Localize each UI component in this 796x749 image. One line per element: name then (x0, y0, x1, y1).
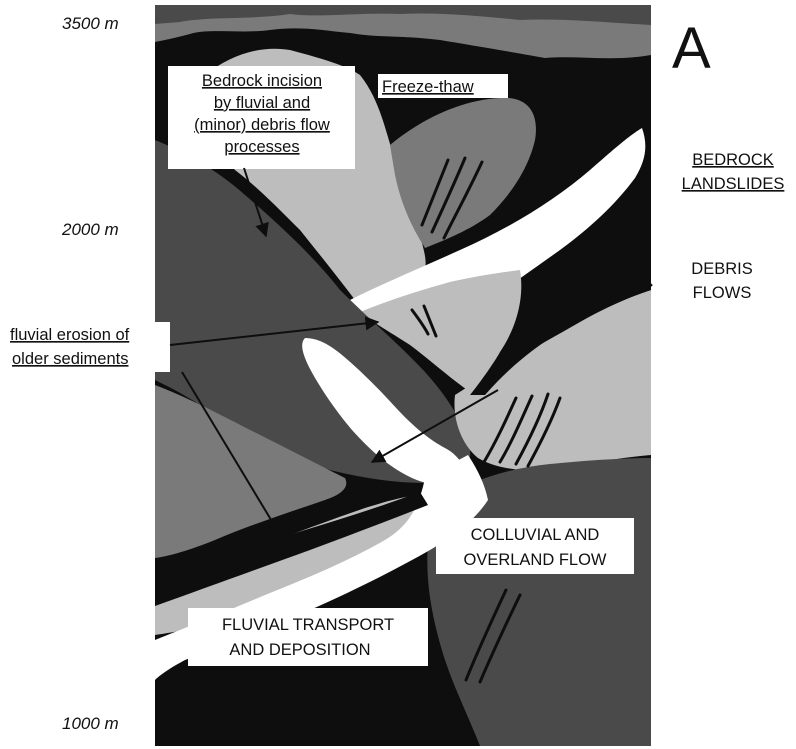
label-fluvial-erosion-line1: fluvial erosion of (10, 326, 130, 344)
label-colluvial: COLLUVIAL AND OVERLAND FLOW (436, 518, 634, 574)
label-colluvial-line1: COLLUVIAL AND (471, 526, 600, 544)
label-bedrock-incision-line1: Bedrock incision (202, 72, 322, 90)
label-bedrock-incision-line3: (minor) debris flow (194, 116, 330, 134)
label-bedrock-landslides: BEDROCK LANDSLIDES (682, 151, 785, 193)
label-debris-flows: DEBRIS FLOWS (691, 260, 752, 302)
label-freeze-thaw: Freeze-thaw (378, 74, 508, 98)
label-bedrock-incision: Bedrock incision by fluvial and (minor) … (168, 66, 355, 169)
label-bedrock-landslides-line2: LANDSLIDES (682, 175, 785, 193)
label-colluvial-line2: OVERLAND FLOW (463, 551, 606, 569)
panel-letter: A (672, 16, 711, 81)
label-fluvial-erosion: fluvial erosion of older sediments (8, 322, 170, 372)
label-fluvial-erosion-line2: older sediments (12, 350, 128, 368)
label-fluvial-transport-line1: FLUVIAL TRANSPORT (222, 616, 394, 634)
label-debris-flows-line1: DEBRIS (691, 260, 752, 278)
label-freeze-thaw-text: Freeze-thaw (382, 78, 474, 96)
label-fluvial-transport: FLUVIAL TRANSPORT AND DEPOSITION (188, 608, 428, 666)
elevation-label-3500: 3500 m (62, 14, 119, 33)
label-fluvial-transport-line2: AND DEPOSITION (229, 641, 370, 659)
label-bedrock-landslides-line1: BEDROCK (692, 151, 774, 169)
elevation-label-1000: 1000 m (62, 714, 119, 733)
label-bedrock-incision-line2: by fluvial and (214, 94, 310, 112)
label-bedrock-incision-line4: processes (224, 138, 299, 156)
elevation-label-2000: 2000 m (61, 220, 119, 239)
label-debris-flows-line2: FLOWS (693, 284, 752, 302)
